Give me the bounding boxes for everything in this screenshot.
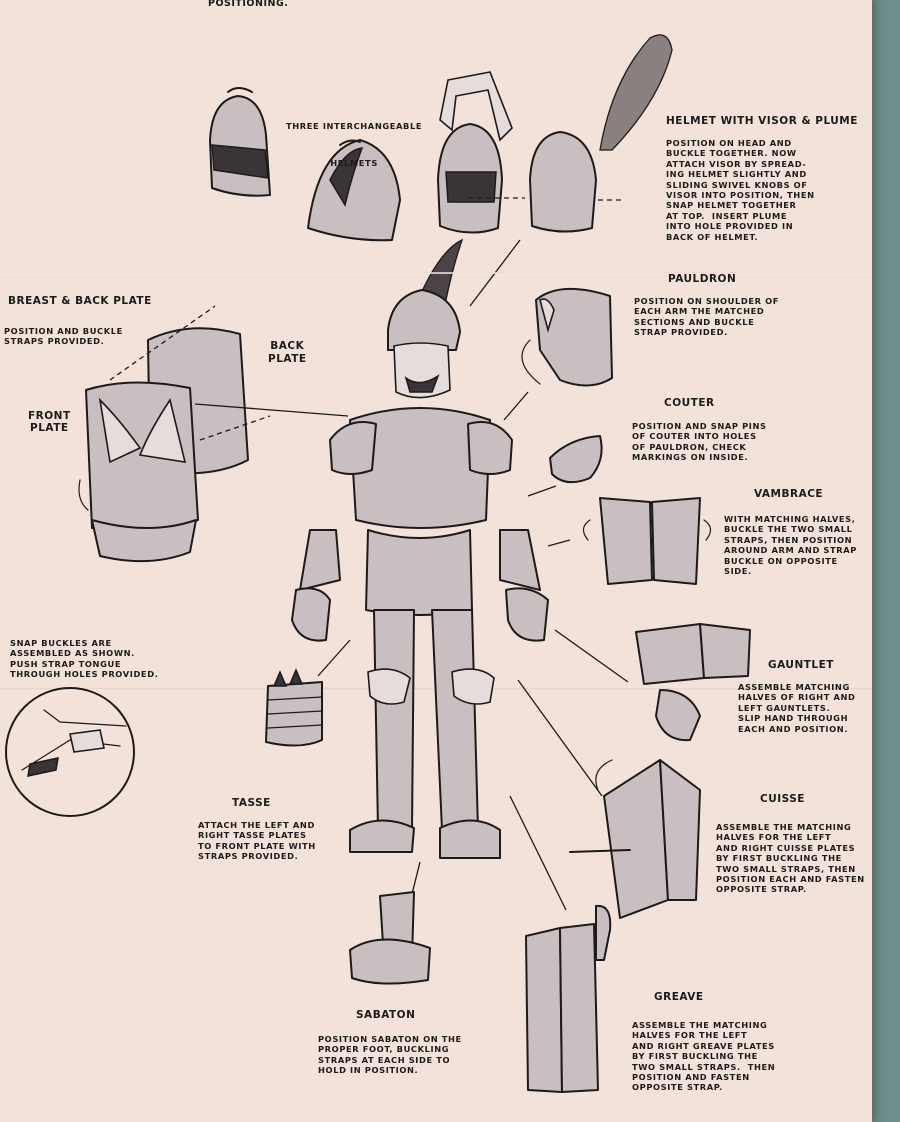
top-fragment-text: POSITIONING.: [208, 0, 289, 9]
cuisse-drawing: [569, 759, 701, 919]
vambrace-title: VAMBRACE: [754, 488, 824, 500]
helmets-label-line1: THREE INTERCHANGEABLE: [286, 120, 423, 131]
vambrace-body: WITH MATCHING HALVES, BUCKLE THE TWO SMA…: [724, 514, 857, 577]
helmets-label-line2: HELMETS: [330, 158, 378, 169]
snap-buckle-body: SNAP BUCKLES ARE ASSEMBLED AS SHOWN. PUS…: [10, 638, 159, 680]
sabaton-drawing: [349, 891, 431, 985]
helmet-burgonet-drawing: [307, 139, 401, 242]
sabaton-body: POSITION SABATON ON THE PROPER FOOT, BUC…: [318, 1034, 462, 1076]
helmet-morion-drawing: [209, 87, 271, 197]
knight-figure: [291, 238, 549, 859]
breast-title: BREAST & BACK PLATE: [8, 295, 152, 307]
vambrace-drawing: [582, 497, 712, 585]
couter-title: COUTER: [664, 397, 715, 409]
tasse-body: ATTACH THE LEFT AND RIGHT TASSE PLATES T…: [198, 820, 316, 862]
greave-title: GREAVE: [654, 991, 704, 1003]
armor-illustrations: [5, 34, 751, 1093]
greave-drawing: [525, 904, 612, 1093]
gauntlet-title: GAUNTLET: [768, 659, 834, 671]
couter-body: POSITION AND SNAP PINS OF COUTER INTO HO…: [632, 421, 767, 463]
helmet-armet-drawing: [437, 34, 673, 234]
couter-drawing: [549, 435, 603, 484]
breast-body: POSITION AND BUCKLE STRAPS PROVIDED.: [4, 326, 123, 347]
helmet-title: HELMET WITH VISOR & PLUME: [666, 115, 858, 127]
pauldron-drawing: [521, 287, 613, 387]
helmet-body: POSITION ON HEAD AND BUCKLE TOGETHER. NO…: [666, 138, 815, 242]
greave-body: ASSEMBLE THE MATCHING HALVES FOR THE LEF…: [632, 1020, 776, 1093]
instruction-sheet: POSITIONING. THREE INTERCHANGEABLE HELME…: [0, 0, 872, 1122]
gauntlet-body: ASSEMBLE MATCHING HALVES OF RIGHT AND LE…: [738, 682, 856, 734]
front-plate-label: FRONT PLATE: [28, 410, 71, 434]
cuisse-title: CUISSE: [760, 793, 805, 805]
breast-back-plate-drawing: [78, 305, 271, 563]
helmets-label: THREE INTERCHANGEABLE HELMETS: [286, 100, 422, 189]
back-plate-label: BACK PLATE: [268, 340, 307, 365]
gauntlet-drawing: [635, 623, 751, 742]
snap-buckle-drawing: [5, 687, 135, 817]
tasse-drawing: [265, 668, 323, 747]
pauldron-body: POSITION ON SHOULDER OF EACH ARM THE MAT…: [634, 296, 780, 338]
sabaton-title: SABATON: [356, 1009, 416, 1021]
cuisse-body: ASSEMBLE THE MATCHING HALVES FOR THE LEF…: [716, 822, 865, 895]
tasse-title: TASSE: [232, 797, 271, 809]
pauldron-title: PAULDRON: [668, 273, 737, 285]
